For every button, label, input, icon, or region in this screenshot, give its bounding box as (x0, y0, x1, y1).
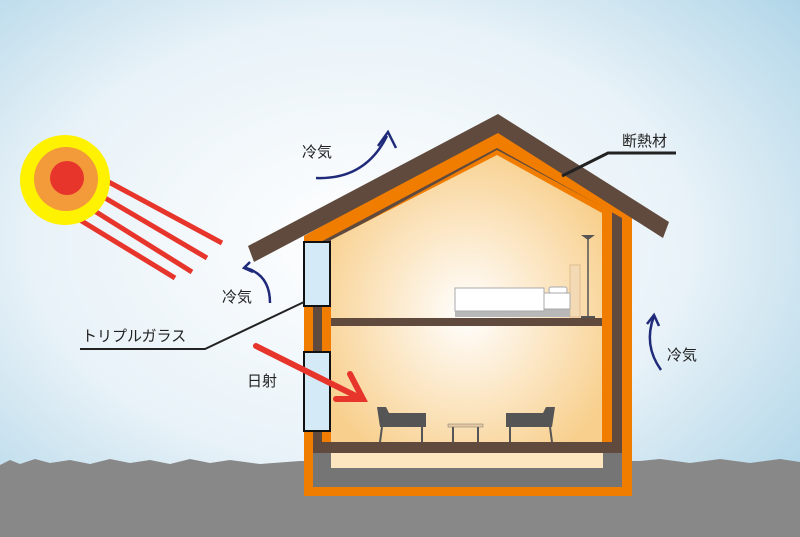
cold-air-arrowhead-top-icon (376, 129, 398, 149)
bed-icon (454, 264, 581, 318)
window-upper (303, 241, 331, 307)
second-floor (331, 318, 602, 326)
cold-air-label-top: 冷気 (302, 143, 332, 161)
house (248, 114, 669, 496)
solar-radiation-label: 日射 (247, 372, 277, 390)
cold-air-arrow-top-icon (315, 135, 389, 180)
triple-glass-label: トリプルガラス (82, 327, 186, 345)
insulation-label: 断熱材 (622, 132, 667, 150)
cold-air-label-left: 冷気 (222, 288, 252, 306)
solar-radiation-arrow-icon (253, 343, 368, 402)
roof (248, 114, 669, 262)
cold-air-arrows (241, 129, 663, 371)
foundation-slab (331, 453, 603, 468)
sun-icon (20, 135, 224, 281)
cold-air-arrowhead-right-icon (646, 312, 661, 327)
armchair-icon (506, 407, 555, 443)
cold-air-label-right: 冷気 (667, 346, 697, 364)
armchair-icon (377, 407, 426, 443)
window-lower (303, 351, 331, 432)
floor-lamp-icon (581, 235, 595, 318)
cold-air-arrow-right-icon (648, 315, 663, 371)
insulation-leader-line (561, 151, 676, 178)
ground-floor (313, 442, 622, 453)
cold-air-arrowhead-left-icon (241, 261, 254, 274)
table-icon (447, 423, 484, 442)
glass-leader-line (80, 301, 305, 350)
